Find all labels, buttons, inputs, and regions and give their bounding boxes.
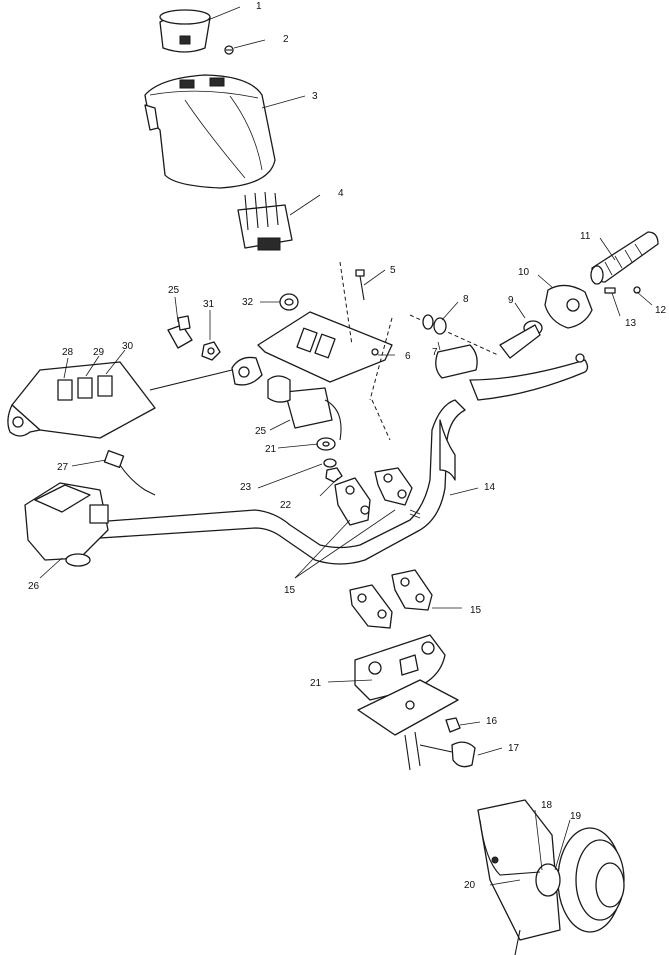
bolt-5 (355, 269, 365, 301)
callout-17: 17 (508, 743, 520, 754)
callout-2: 2 (283, 34, 289, 45)
nut-22 (325, 467, 343, 483)
connector-27 (103, 449, 156, 496)
callout-3: 3 (312, 91, 318, 102)
callout-15a: 15 (284, 585, 296, 596)
callout-4: 4 (338, 188, 344, 199)
washer-24 (316, 437, 336, 451)
callout-31: 31 (203, 299, 215, 310)
callout-23: 23 (240, 482, 252, 493)
callout-18: 18 (541, 800, 553, 811)
callout-13: 13 (625, 318, 637, 329)
callout-21a: 21 (310, 678, 322, 689)
mount-plate-6 (231, 311, 393, 386)
callout-27: 27 (57, 462, 69, 473)
nut-8 (422, 314, 447, 335)
callout-6: 6 (405, 351, 411, 362)
callout-30: 30 (122, 341, 134, 352)
handlebar-14 (94, 399, 466, 565)
callout-26: 26 (28, 581, 40, 592)
callout-25b: 25 (255, 426, 267, 437)
lower-clamps-15 (349, 569, 433, 629)
washer-32 (279, 293, 299, 311)
callout-32: 32 (242, 297, 254, 308)
callout-29: 29 (93, 347, 105, 358)
throttle-housing-10 (544, 284, 593, 329)
washer-23 (323, 458, 337, 468)
callout-21b: 21 (265, 444, 277, 455)
callout-22: 22 (280, 500, 292, 511)
callout-15b: 15 (470, 605, 482, 616)
callout-11: 11 (580, 231, 591, 242)
screw-2 (224, 45, 234, 55)
callout-25a: 25 (168, 285, 180, 296)
steering-plate (357, 679, 459, 771)
callout-9: 9 (508, 295, 514, 306)
callout-28: 28 (62, 347, 74, 358)
leader-lines (39, 6, 653, 886)
callout-labels: 1 2 3 4 5 6 7 8 9 10 11 12 13 14 15 15 1… (28, 1, 667, 891)
nut-16 (445, 717, 461, 733)
headlight-pod (144, 74, 276, 189)
callout-14: 14 (484, 482, 496, 493)
callout-10: 10 (518, 267, 530, 278)
callout-7: 7 (432, 347, 438, 358)
upper-clamps-15 (334, 467, 413, 526)
nut-31 (201, 341, 221, 361)
callout-1: 1 (256, 1, 262, 12)
screw-13 (604, 287, 616, 294)
callout-16: 16 (486, 716, 498, 727)
switch-25-lower (267, 375, 342, 441)
handlebar-grip-11 (590, 231, 659, 285)
speedometer-cap (159, 9, 211, 53)
callout-19: 19 (570, 811, 582, 822)
callout-20: 20 (464, 880, 476, 891)
callout-8: 8 (463, 294, 469, 305)
connector-4 (237, 191, 293, 251)
screw-12 (633, 286, 641, 294)
switch-panel-28-30 (7, 361, 233, 439)
switch-25-upper (167, 315, 193, 349)
wheel-hub-detail (477, 799, 625, 955)
callout-5: 5 (390, 265, 396, 276)
master-cylinder-7 (435, 324, 589, 401)
switch-housing-26 (24, 482, 109, 567)
callout-12: 12 (655, 305, 667, 316)
clip-17 (419, 741, 476, 768)
